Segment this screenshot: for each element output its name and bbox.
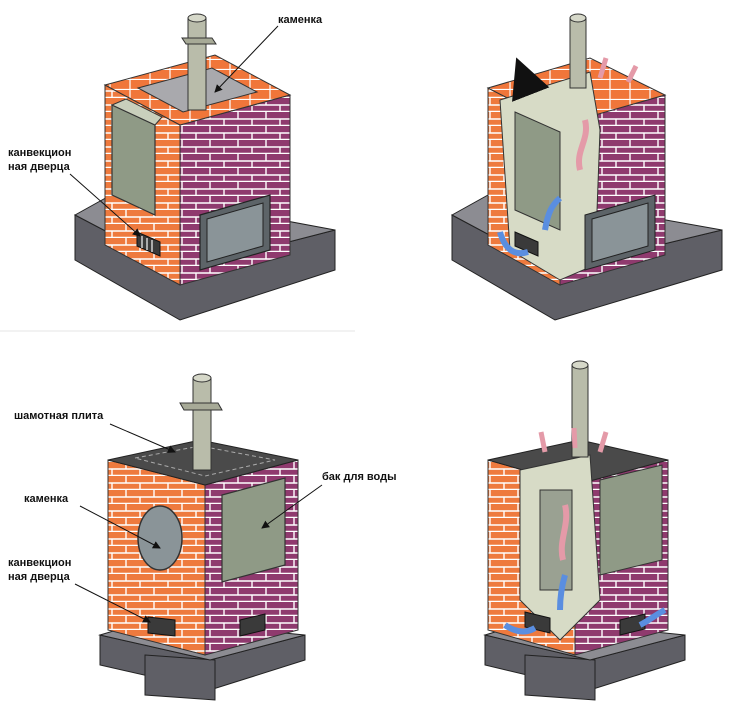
cold-air-arrow-icon	[497, 195, 563, 257]
convection-vent-icon	[147, 613, 266, 637]
chimney-pipe-icon	[179, 373, 223, 471]
convection-vent-icon	[514, 231, 539, 257]
label-conv-door-4: ная дверца	[8, 571, 71, 583]
stove-panel-cutaway-bottom	[483, 360, 686, 701]
stove-panel-exterior-bottom: шамотная плита каменка канвекцион ная дв…	[8, 373, 397, 701]
label-conv-door-1: канвекцион	[8, 147, 71, 159]
stove-panel-exterior-top: каменка канвекцион ная дверца	[8, 13, 336, 321]
leader-line	[79, 505, 161, 549]
cold-air-arrow-icon	[503, 574, 667, 635]
label-conv-door-3: канвекцион	[8, 557, 71, 569]
leader-line	[214, 25, 279, 93]
leader-line	[261, 484, 323, 529]
label-conv-door-2: ная дверца	[8, 161, 71, 173]
label-kamenka-2: каменка	[24, 493, 69, 505]
hot-air-arrow-icon	[538, 427, 609, 561]
stove-panel-cutaway-top	[450, 13, 723, 321]
label-water-tank: бак для воды	[322, 471, 397, 483]
convection-vent-icon	[136, 231, 161, 257]
leader-line	[69, 173, 141, 237]
label-chamotte: шамотная плита	[14, 410, 104, 422]
leader-line	[109, 423, 176, 453]
chimney-pipe-icon	[181, 13, 217, 111]
hot-air-arrow-icon	[512, 57, 639, 171]
leader-line	[74, 583, 151, 623]
label-kamenka: каменка	[278, 14, 323, 26]
